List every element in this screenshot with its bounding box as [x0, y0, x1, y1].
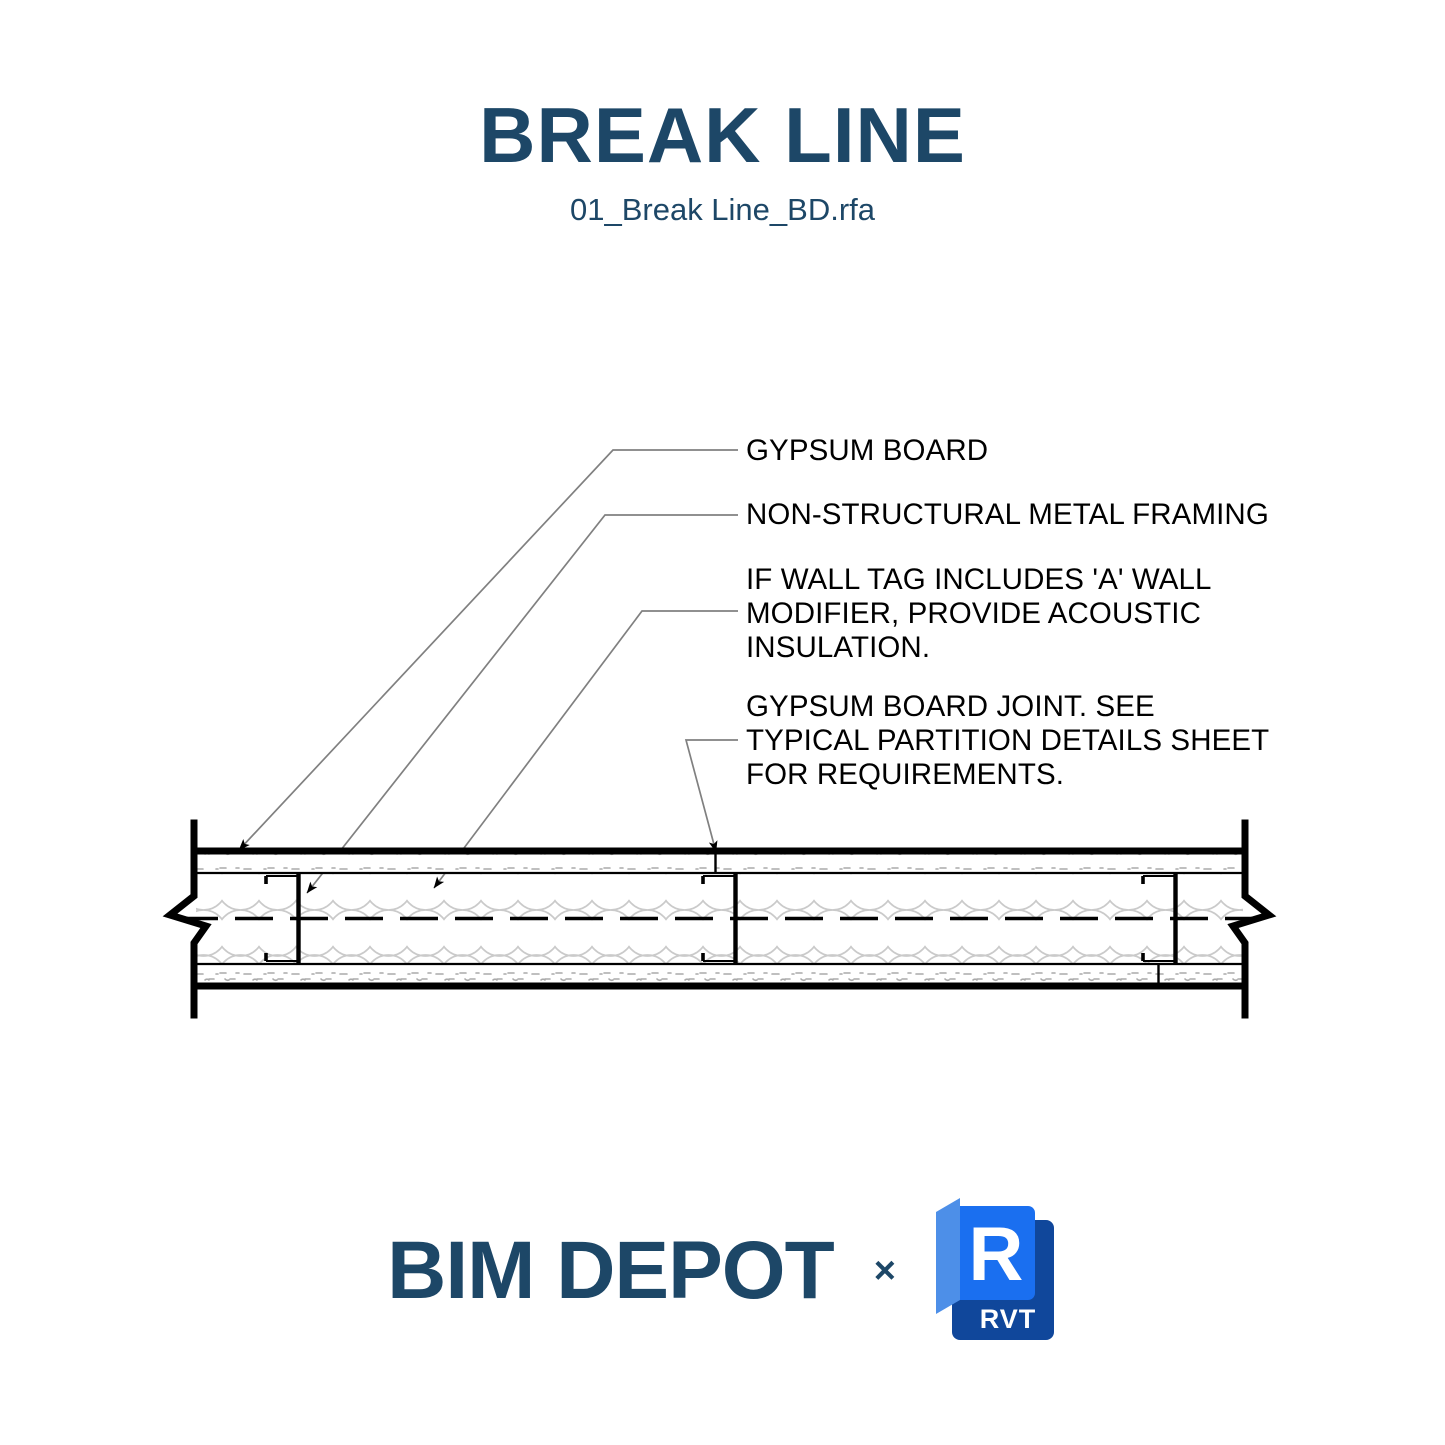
revit-logo: R RVT	[930, 1196, 1058, 1346]
gypsum-board-joint	[714, 851, 1160, 987]
header: BREAK LINE 01_Break Line_BD.rfa	[0, 0, 1445, 225]
metal-stud-framing	[264, 873, 1178, 964]
revit-left-flap	[935, 1198, 960, 1314]
revit-front-square	[959, 1206, 1035, 1300]
leader-gypsum-joint	[684, 739, 738, 853]
brand-separator-x: ×	[873, 1250, 896, 1292]
metal-stud-right	[1141, 873, 1178, 964]
note-acoustic-insulation: IF WALL TAG INCLUDES 'A' WALL MODIFIER, …	[746, 563, 1212, 664]
gypsum-board-face-top	[194, 847, 1245, 875]
gypsum-board-face-bottom	[194, 962, 1245, 990]
wall-assembly	[162, 819, 1277, 1019]
leader-acoustic-insulation	[433, 610, 738, 889]
break-line-left	[162, 819, 212, 1019]
note-gypsum-board: GYPSUM BOARD	[746, 434, 989, 467]
page-subtitle-filename: 01_Break Line_BD.rfa	[569, 192, 876, 227]
note-metal-framing: NON-STRUCTURAL METAL FRAMING	[746, 498, 1269, 531]
revit-logo-label: RVT	[980, 1304, 1037, 1334]
brand-name: BIM DEPOT	[387, 1225, 835, 1316]
page-title: BREAK LINE	[479, 91, 966, 179]
revit-logo-letter: R	[968, 1212, 1023, 1297]
leader-gypsum-board	[238, 449, 738, 851]
leader-metal-framing	[306, 514, 738, 894]
break-line-right	[1227, 819, 1277, 1019]
leader-lines	[238, 449, 738, 894]
footer-brand-bar: BIM DEPOT × R RVT	[0, 1196, 1445, 1346]
note-gypsum-joint: GYPSUM BOARD JOINT. SEE TYPICAL PARTITIO…	[746, 690, 1270, 791]
metal-stud-left	[264, 873, 301, 964]
metal-stud-middle	[701, 873, 738, 964]
